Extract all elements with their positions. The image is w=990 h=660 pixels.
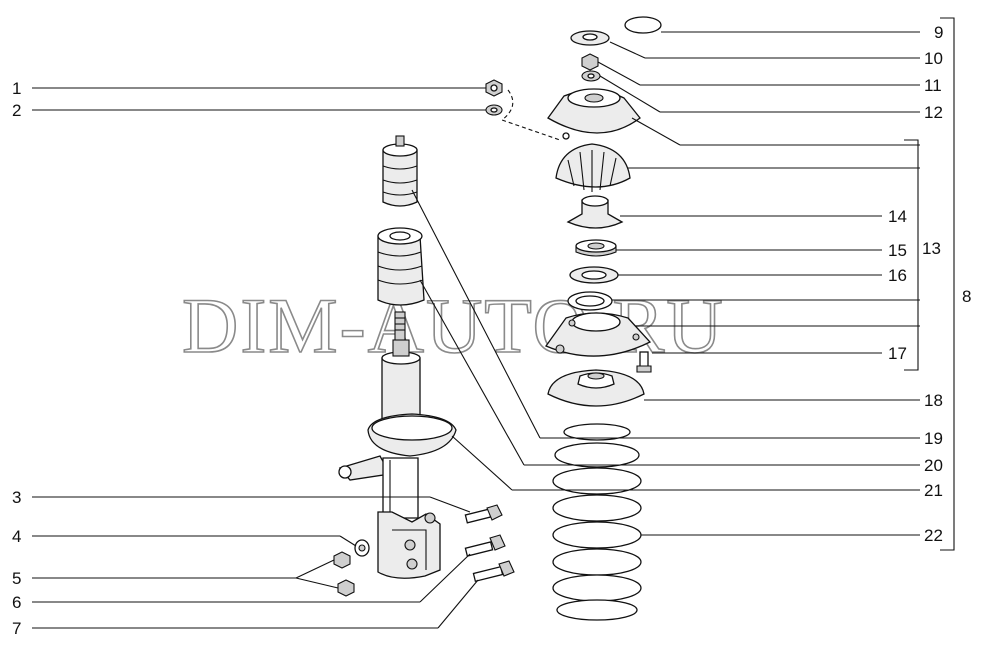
label-14: 14 — [888, 207, 907, 226]
label-9: 9 — [934, 23, 943, 42]
label-3: 3 — [12, 488, 21, 507]
cap-item-9 — [624, 16, 662, 34]
leader-lines — [32, 17, 955, 629]
bolt-item-7 — [472, 560, 515, 583]
label-21: 21 — [924, 481, 943, 500]
washer-item-4 — [354, 539, 370, 557]
label-22: 22 — [924, 526, 943, 545]
washer-item-10 — [570, 30, 610, 46]
label-5: 5 — [12, 569, 21, 588]
coil-spring — [552, 423, 642, 621]
gasket-ring — [567, 291, 613, 311]
label-17: 17 — [888, 344, 907, 363]
label-15: 15 — [888, 241, 907, 260]
washer-item-12 — [581, 70, 601, 82]
label-12: 12 — [924, 103, 943, 122]
label-13: 13 — [922, 239, 941, 258]
label-7: 7 — [12, 619, 21, 638]
bearing-item-15 — [575, 239, 617, 257]
label-1: 1 — [12, 79, 21, 98]
shock-absorber-strut — [338, 311, 457, 579]
label-2: 2 — [12, 101, 21, 120]
washer-item-16 — [569, 266, 619, 284]
rubber-mount-item-13 — [555, 143, 631, 192]
bolt-item-6 — [464, 534, 506, 557]
label-8: 8 — [962, 287, 971, 306]
spring-seat-item-18 — [547, 369, 645, 407]
protective-boot — [377, 227, 425, 306]
nuts-item-5 — [333, 551, 355, 597]
label-16: 16 — [888, 266, 907, 285]
label-4: 4 — [12, 527, 21, 546]
label-19: 19 — [924, 429, 943, 448]
nut-item-1 — [485, 79, 503, 97]
label-10: 10 — [924, 49, 943, 68]
label-18: 18 — [924, 391, 943, 410]
bolt-item-17 — [636, 351, 652, 373]
bump-stop — [382, 135, 418, 207]
bolt-item-3 — [464, 504, 503, 524]
label-11: 11 — [924, 76, 942, 95]
bearing-housing-item-14 — [566, 195, 624, 229]
washer-item-2 — [485, 104, 503, 116]
mount-plate-item-17 — [544, 312, 652, 357]
nut-item-11 — [581, 53, 599, 71]
label-6: 6 — [12, 593, 21, 612]
label-20: 20 — [924, 456, 943, 475]
upper-support-top — [547, 88, 641, 140]
part-number-labels: 1 2 3 4 5 6 7 8 9 10 11 12 13 14 15 16 1… — [12, 23, 971, 638]
